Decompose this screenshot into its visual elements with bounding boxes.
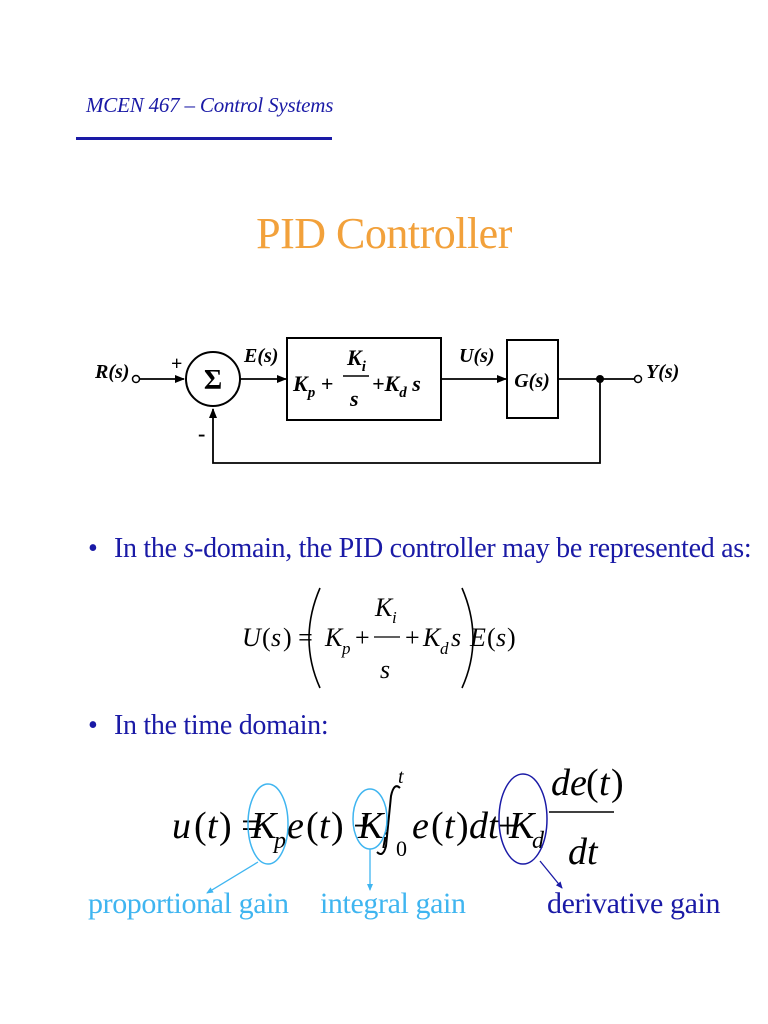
- svg-text:p: p: [341, 639, 351, 658]
- svg-text:+Kd s: +Kd s: [372, 371, 421, 401]
- output-terminal: [633, 374, 643, 384]
- svg-text:(: (: [194, 805, 207, 847]
- sum-symbol: Σ: [204, 365, 222, 396]
- derivative-gain-circle: [498, 773, 548, 865]
- course-header: MCEN 467 – Control Systems: [86, 93, 334, 117]
- svg-text:e: e: [287, 805, 304, 847]
- svg-text:dt: dt: [469, 805, 500, 847]
- svg-text:(: (: [487, 623, 496, 652]
- pid-block-diagram: R(s) E(s) U(s) Y(s) + Σ Kp + Ki s +Kd s …: [94, 337, 679, 464]
- svg-text:) +: ) +: [331, 805, 375, 847]
- svg-text:t: t: [444, 805, 456, 847]
- svg-text:): ): [456, 805, 469, 847]
- svg-text:dt: dt: [568, 831, 599, 873]
- svg-text:de: de: [551, 762, 587, 804]
- header-rule: [76, 137, 332, 140]
- plus-sign: +: [171, 353, 182, 375]
- slide-title: PID Controller: [256, 209, 512, 258]
- svg-text:K: K: [324, 623, 344, 652]
- svg-text:K: K: [357, 805, 385, 847]
- bullet-time-domain: •In the time domain:: [88, 710, 329, 741]
- svg-text:t: t: [207, 805, 219, 847]
- plant-label: G(s): [514, 370, 550, 392]
- proportional-gain-circle: [247, 783, 289, 865]
- svg-text:s: s: [271, 623, 281, 652]
- svg-text:K: K: [250, 805, 278, 847]
- svg-text:e: e: [412, 805, 429, 847]
- svg-text:) =: ) =: [219, 805, 263, 847]
- error-label: E(s): [243, 345, 278, 367]
- integral-gain-label: integral gain: [320, 887, 466, 920]
- proportional-gain-label: proportional gain: [88, 887, 289, 920]
- svg-text:(: (: [586, 762, 599, 804]
- svg-text:Kp +: Kp +: [292, 371, 333, 401]
- svg-text:(: (: [306, 805, 319, 847]
- output-label: Y(s): [646, 361, 679, 383]
- derivative-gain-label: derivative gain: [547, 887, 721, 920]
- input-label: R(s): [94, 361, 129, 383]
- svg-text:K: K: [422, 623, 442, 652]
- svg-text:(: (: [431, 805, 444, 847]
- svg-text:+: +: [497, 805, 518, 847]
- svg-text:s: s: [349, 386, 359, 411]
- svg-text:): ): [611, 762, 624, 804]
- svg-text:): ): [507, 623, 516, 652]
- svg-text:) =: ) =: [283, 623, 313, 652]
- svg-text:Ki: Ki: [346, 345, 367, 375]
- svg-text:i: i: [392, 608, 397, 627]
- svg-text:d: d: [440, 639, 449, 658]
- svg-text:t: t: [599, 762, 611, 804]
- svg-text:0: 0: [396, 836, 407, 861]
- svg-text:K: K: [508, 805, 536, 847]
- svg-text:+: +: [405, 623, 420, 652]
- svg-text:s: s: [451, 623, 461, 652]
- svg-text:E: E: [469, 623, 486, 652]
- svg-text:(: (: [262, 623, 271, 652]
- bullet-s-domain: •In the s-domain, the PID controller may…: [88, 533, 752, 564]
- svg-text:d: d: [532, 828, 545, 854]
- svg-text:t: t: [398, 766, 404, 788]
- svg-text:K: K: [374, 593, 394, 622]
- integral-gain-circle: [352, 788, 388, 850]
- control-label: U(s): [459, 345, 495, 367]
- svg-text:s: s: [496, 623, 506, 652]
- svg-text:u: u: [172, 805, 191, 847]
- svg-text:+: +: [355, 623, 370, 652]
- controller-block: [286, 337, 442, 421]
- svg-text:t: t: [319, 805, 331, 847]
- svg-text:U: U: [242, 623, 263, 652]
- svg-text:s: s: [380, 655, 390, 684]
- input-terminal: [131, 374, 141, 384]
- svg-text:i: i: [381, 828, 388, 854]
- minus-sign: -: [198, 421, 205, 446]
- svg-text:p: p: [272, 828, 286, 854]
